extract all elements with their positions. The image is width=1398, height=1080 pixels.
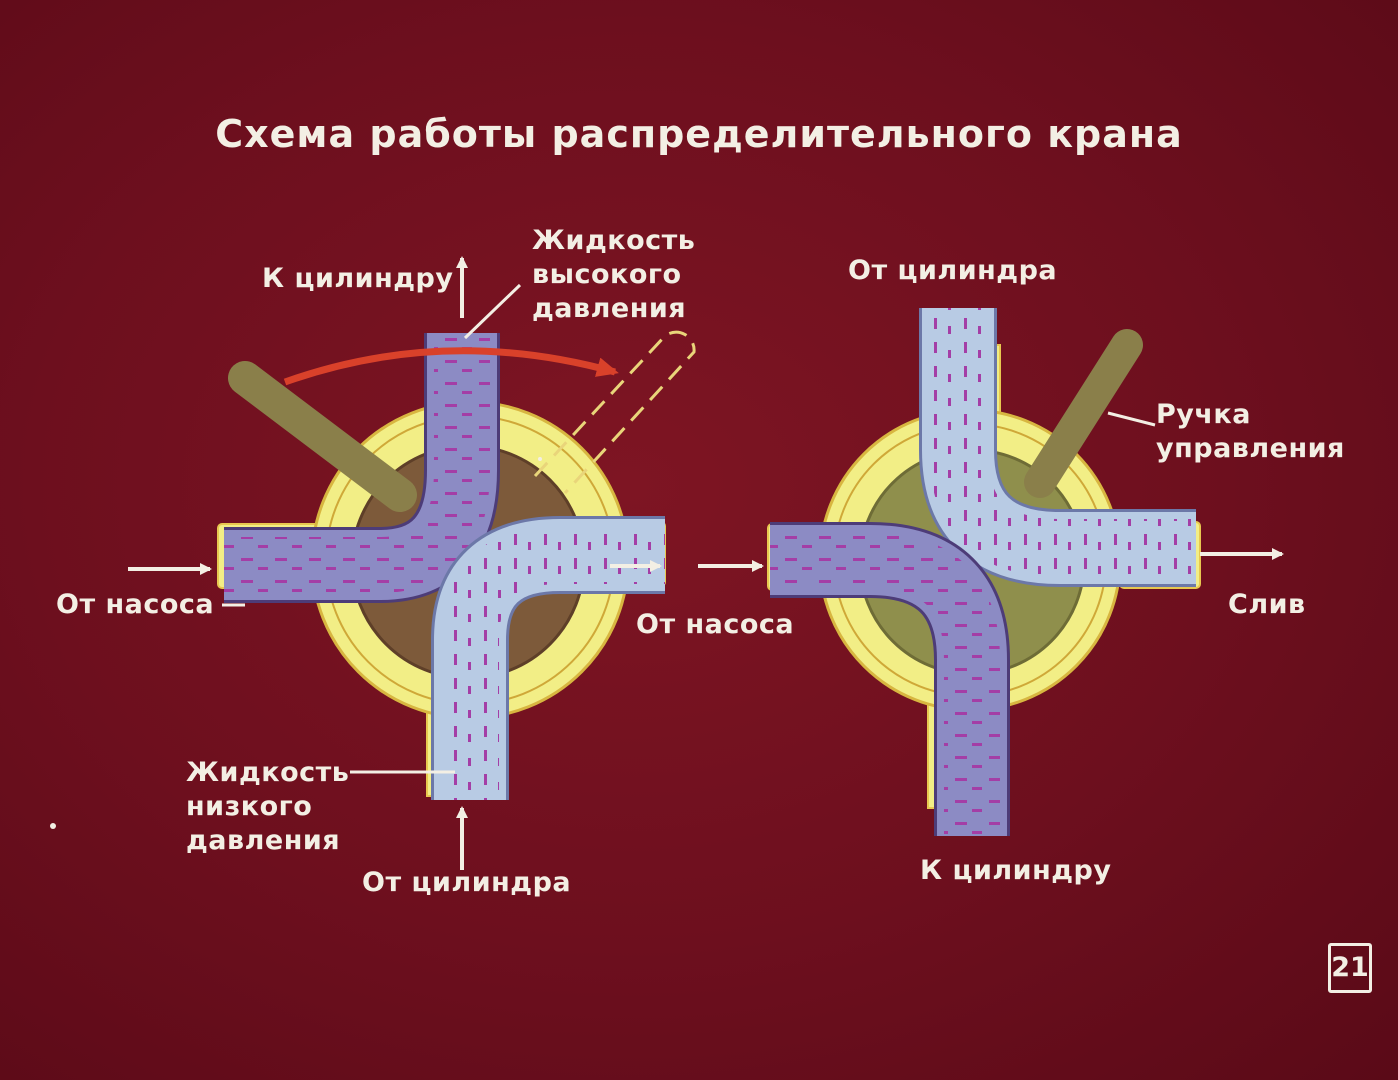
leader-high-pressure <box>463 283 522 340</box>
left-low-pressure-channel <box>431 516 665 800</box>
left-handle <box>228 361 417 512</box>
label-from-pump-right: От насоса <box>636 609 795 640</box>
label-handle: Ручка управления <box>1156 399 1345 464</box>
left-handle-ghost <box>533 330 696 495</box>
label-from-pump-left: От насоса <box>56 589 215 620</box>
right-drain-channel <box>919 308 1196 587</box>
leader-handle <box>1107 411 1156 427</box>
label-drain: Слив <box>1228 589 1306 620</box>
right-pump-channel <box>770 522 1010 836</box>
label-from-cylinder-right: От цилиндра <box>848 255 1058 286</box>
page-number: 21 <box>1328 943 1372 993</box>
left-high-pressure-channel <box>224 333 500 603</box>
label-from-cylinder-left: От цилиндра <box>362 867 572 898</box>
diagram-title: Схема работы распределительного крана <box>215 112 1183 156</box>
label-to-cylinder-right: К цилиндру <box>920 855 1112 886</box>
left-valve <box>128 256 696 870</box>
right-handle <box>1024 329 1143 498</box>
rotation-arrow <box>283 347 619 386</box>
label-to-cylinder-left: К цилиндру <box>262 263 454 294</box>
right-valve <box>698 308 1284 836</box>
label-high-pressure: Жидкость высокого давления <box>532 225 696 324</box>
label-low-pressure: Жидкость низкого давления <box>186 757 350 856</box>
